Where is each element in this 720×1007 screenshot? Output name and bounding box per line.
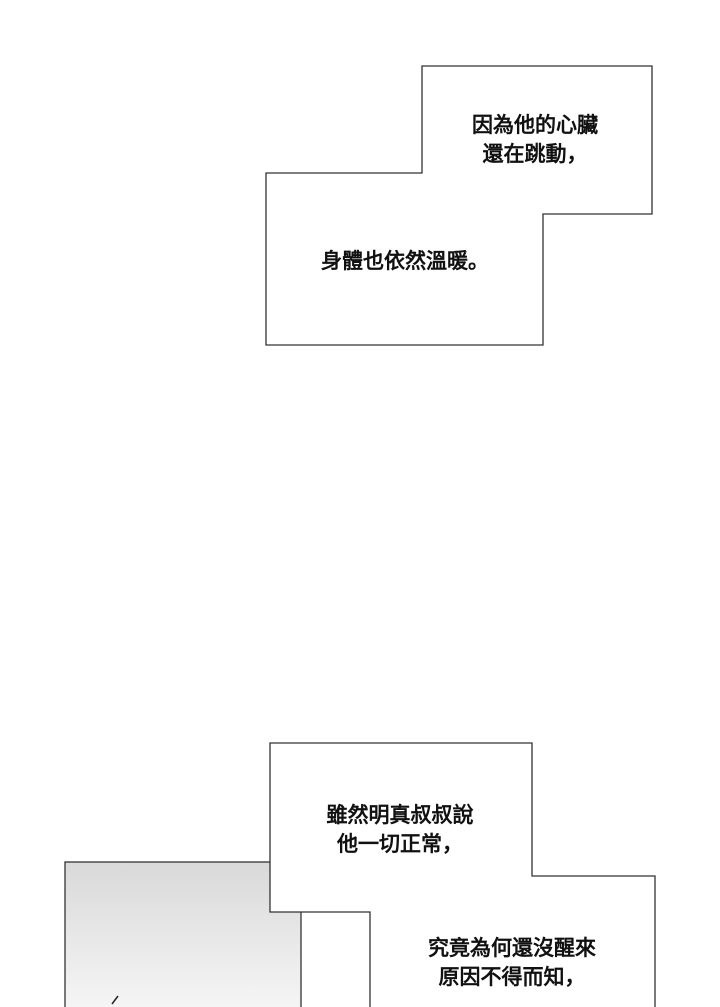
narration-box-bottom <box>269 742 656 1007</box>
narration-text-3: 雖然明真叔叔說 他一切正常， <box>290 800 510 858</box>
narration-line: 原因不得而知， <box>438 964 586 989</box>
image-panel-bottom-left <box>64 861 302 1007</box>
narration-line: 雖然明真叔叔說 <box>326 802 474 827</box>
narration-text-1: 因為他的心臟 還在跳動， <box>430 110 640 168</box>
narration-line: 因為他的心臟 <box>472 112 598 137</box>
narration-line: 他一切正常， <box>337 831 463 856</box>
narration-line: 還在跳動， <box>482 141 588 166</box>
narration-box-top <box>265 65 653 346</box>
sketch-stroke <box>111 995 119 1005</box>
narration-text-2: 身體也依然溫暖。 <box>290 246 520 275</box>
narration-line: 究竟為何還沒醒來 <box>428 935 596 960</box>
narration-text-4: 究竟為何還沒醒來 原因不得而知， <box>392 933 632 991</box>
narration-line: 身體也依然溫暖。 <box>321 248 489 273</box>
